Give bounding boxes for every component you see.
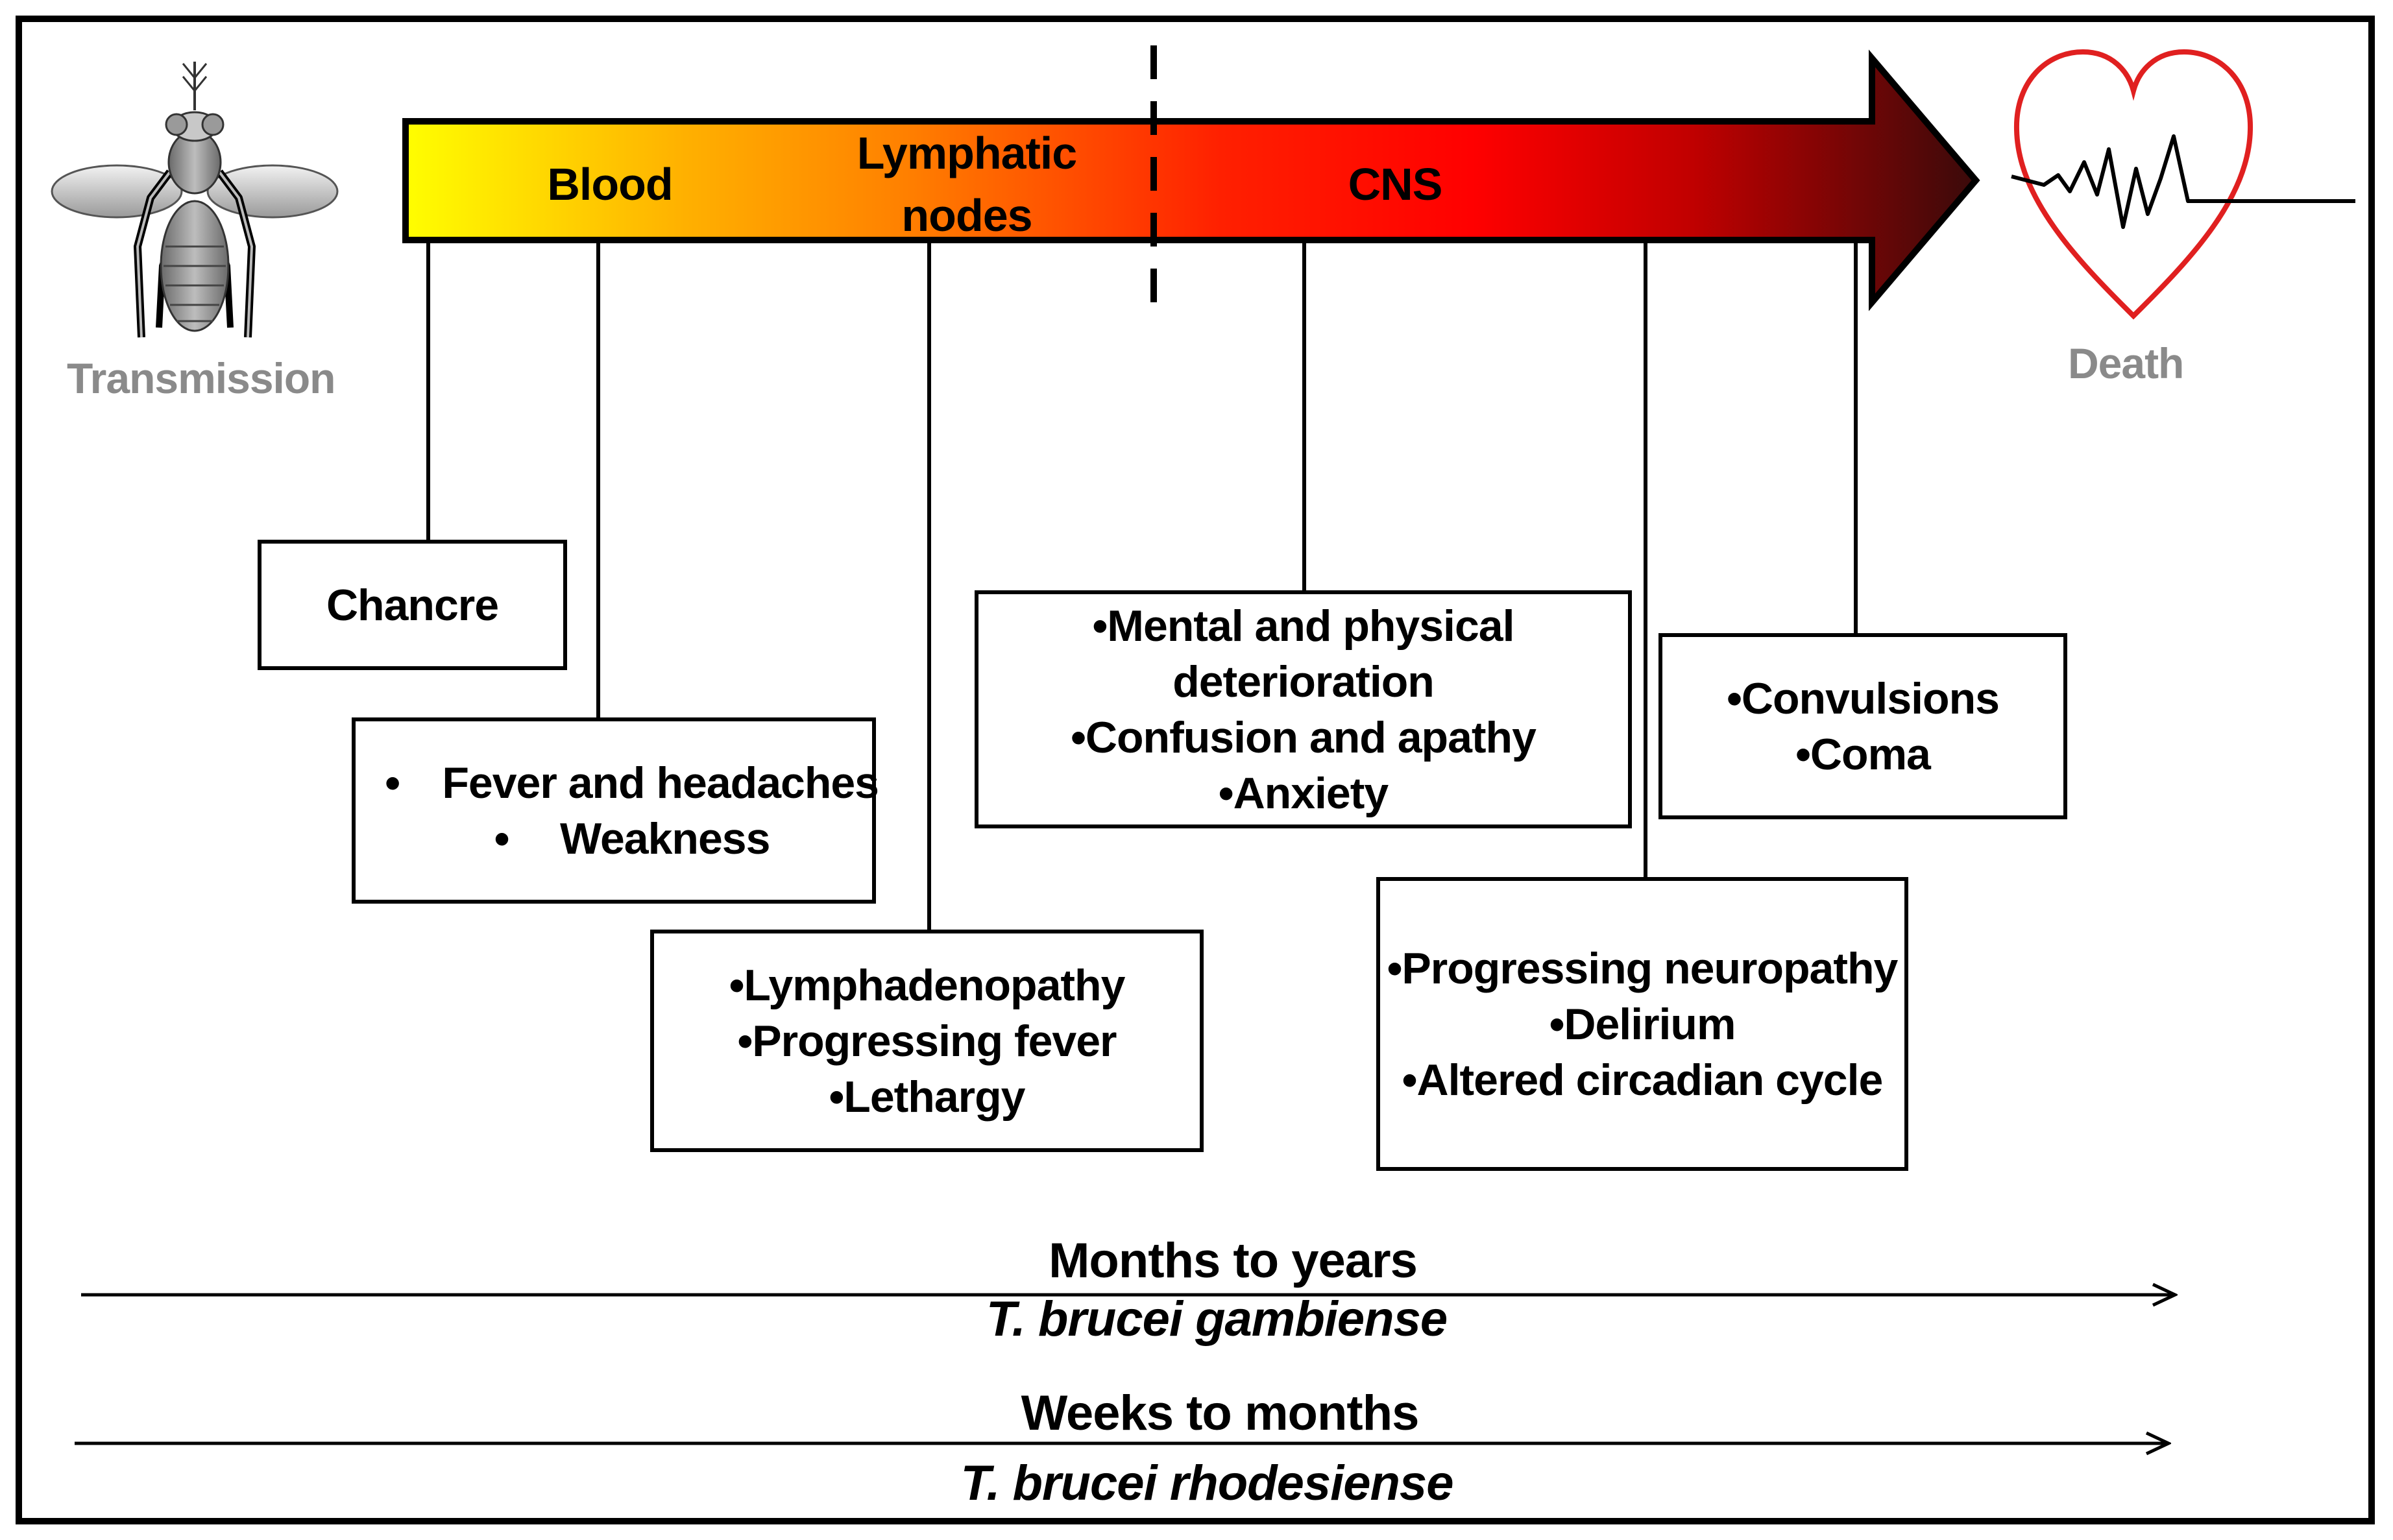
disease-progression-arrow [402, 49, 1980, 311]
convulsions-item-2: •Coma [1795, 729, 1931, 779]
fever-item-row: • Fever and headaches [356, 755, 879, 811]
neuro-item-2: •Delirium [1549, 999, 1736, 1049]
species-gambiense: T. brucei gambiense [986, 1292, 1448, 1347]
fever-bullet: • [385, 758, 400, 808]
tsetse-fly-icon [51, 62, 339, 338]
mental-item-1-cont: deterioration [1172, 656, 1435, 706]
transmission-label: Transmission [67, 354, 335, 402]
stage-lymphatic-line2: nodes [901, 190, 1032, 241]
weakness-item-text: Weakness [560, 813, 770, 863]
weakness-bullet: • [494, 813, 510, 863]
duration-gambiense: Months to years [1049, 1233, 1418, 1288]
box-fever-weakness: • Fever and headaches • Weakness [352, 717, 879, 904]
death-label: Death [2068, 339, 2184, 387]
chancre-text: Chancre [326, 580, 499, 630]
convulsions-item-1: •Convulsions [1727, 673, 2000, 723]
neuro-item-1: •Progressing neuropathy [1387, 943, 1899, 993]
species-rhodesiense: T. brucei rhodesiense [960, 1456, 1454, 1511]
box-chancre: Chancre [258, 540, 567, 670]
neuro-item-3: •Altered circadian cycle [1402, 1055, 1884, 1105]
heart-ecg-icon [2011, 49, 2355, 320]
box-neuro-symptoms: •Progressing neuropathy •Delirium •Alter… [1376, 877, 1908, 1171]
mental-item-3: •Anxiety [1218, 768, 1389, 818]
mental-item-1: •Mental and physical [1092, 601, 1515, 651]
lymph-item-3: •Lethargy [829, 1072, 1026, 1122]
box-mental-symptoms: •Mental and physical deterioration •Conf… [975, 590, 1632, 828]
stage-label-blood: Blood [539, 153, 681, 215]
box-lymph-symptoms: •Lymphadenopathy •Progressing fever •Let… [650, 930, 1204, 1152]
box-convulsions-coma: •Convulsions •Coma [1658, 633, 2067, 819]
weakness-item-row: • Weakness [356, 811, 979, 867]
stage-blood-text: Blood [547, 159, 673, 210]
duration-rhodesiense: Weeks to months [1021, 1386, 1420, 1441]
lymph-item-1: •Lymphadenopathy [729, 960, 1126, 1010]
fever-item-text: Fever and headaches [442, 758, 879, 808]
stage-label-lymphatic: Lymphatic nodes [837, 122, 1097, 247]
mental-item-2: •Confusion and apathy [1071, 712, 1537, 762]
stage-label-cns: CNS [1337, 153, 1453, 215]
lymph-item-2: •Progressing fever [737, 1016, 1117, 1066]
stage-cns-text: CNS [1348, 159, 1443, 210]
stage-lymphatic-line1: Lymphatic [856, 128, 1077, 178]
